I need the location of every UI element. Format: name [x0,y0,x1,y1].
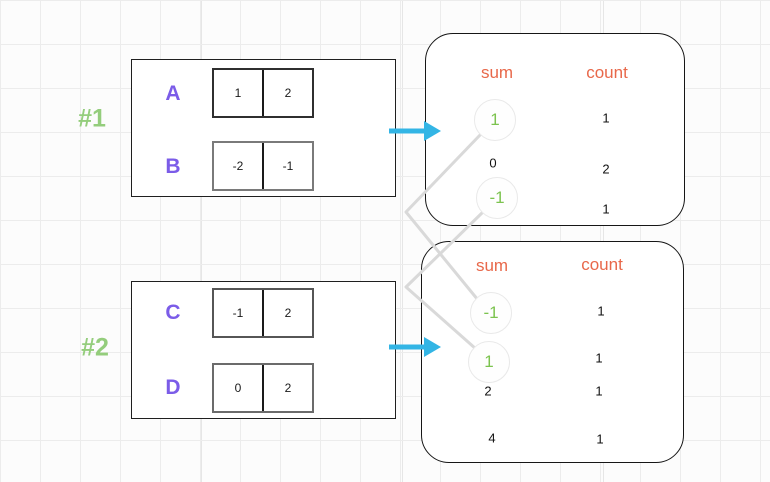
array-letter-c: C [165,301,181,324]
sum-value: 4 [488,430,496,446]
count-header: count [586,63,628,82]
sum-count-panel-1: sum count 0 1 2 1 [425,33,685,226]
sum-header: sum [480,63,514,82]
highlighted-sum: 1 [468,341,510,383]
array-cell: 1 [234,86,242,100]
count-value: 2 [602,161,610,177]
array-letter-a: A [165,82,181,105]
highlighted-sum: -1 [476,177,518,219]
array-cell: -1 [232,306,244,320]
array-c-cells: -1 2 [212,288,314,338]
array-d-cells: 0 2 [212,363,314,413]
group1-box: A 1 2 B -2 -1 [131,59,396,197]
array-cell: -2 [232,159,244,173]
group2-label: #2 [81,333,109,362]
sum-value: 0 [489,155,497,171]
count-value: 1 [602,110,610,126]
count-value: 1 [596,431,604,447]
group2-box: C -1 2 D 0 2 [131,281,396,419]
array-cell: 2 [262,290,312,336]
sum-header: sum [475,256,509,275]
count-value: 1 [595,383,603,399]
array-cell: 2 [262,365,312,411]
highlighted-sum: -1 [470,292,512,334]
count-header: count [581,255,623,274]
array-letter-b: B [165,155,181,178]
count-value: 1 [597,303,605,319]
highlighted-sum: 1 [474,99,516,141]
sum-value: 2 [484,383,492,399]
array-cell: -1 [262,143,312,189]
sum-count-panel-2: sum count 2 4 1 1 1 1 [421,241,684,463]
array-cell: 2 [262,70,312,116]
count-value: 1 [595,350,603,366]
count-value: 1 [602,201,610,217]
array-a-cells: 1 2 [212,68,314,118]
array-letter-d: D [165,376,181,399]
group1-label: #1 [78,104,106,133]
array-b-cells: -2 -1 [212,141,314,191]
array-cell: 0 [234,381,242,395]
